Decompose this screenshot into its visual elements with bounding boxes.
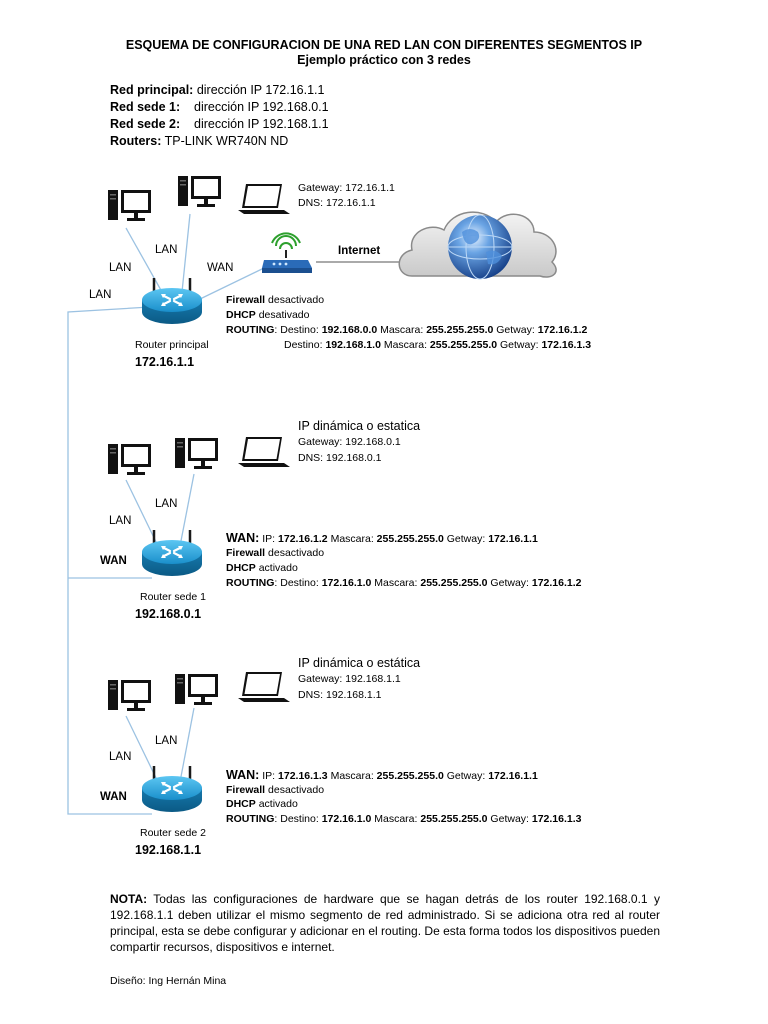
config-key: Firewall (226, 294, 266, 306)
router-ip: 192.168.1.1 (135, 843, 202, 857)
header-label: Red sede 1: (110, 100, 181, 114)
config-key: DHCP (226, 798, 256, 810)
desktop-computer-icon (108, 680, 151, 711)
config-key: ROUTING (226, 813, 275, 825)
lan-label: LAN (109, 515, 132, 527)
sede2-firewall: Firewall desactivado (226, 784, 324, 796)
header-value: dirección IP 192.168.0.1 (194, 100, 329, 114)
desktop-computer-icon (108, 190, 151, 221)
config-value: desactivado (268, 547, 325, 559)
wan-label: WAN (100, 555, 127, 567)
laptop-icon (238, 437, 290, 467)
sede2-dhcp: DHCP activado (226, 798, 298, 810)
sede1-dns: DNS: 192.168.0.1 (298, 452, 382, 464)
router-icon (140, 528, 204, 578)
header-value: TP-LINK WR740N ND (164, 134, 289, 148)
header-line-principal: Red principal: dirección IP 172.16.1.1 (110, 83, 324, 97)
header-line-sede1: Red sede 1: dirección IP 192.168.0.1 (110, 100, 329, 114)
config-value: desactivado (268, 294, 325, 306)
router-name: Router sede 1 (140, 591, 206, 603)
lan-label: LAN (109, 262, 132, 274)
principal-routing-1: ROUTING: Destino: 192.168.0.0 Mascara: 2… (226, 324, 588, 336)
router-ip: 172.16.1.1 (135, 355, 195, 369)
principal-dns: DNS: 172.16.1.1 (298, 197, 376, 209)
lan-label: LAN (109, 751, 132, 763)
internet-label: Internet (338, 245, 381, 257)
router-name: Router principal (135, 339, 209, 351)
lan-label: LAN (155, 498, 178, 510)
sede2-dns: DNS: 192.168.1.1 (298, 689, 382, 701)
connection-lines (67, 213, 265, 815)
router-icon (140, 764, 204, 814)
config-key: DHCP (226, 309, 256, 321)
header-value: dirección IP 192.168.1.1 (194, 117, 329, 131)
lan-label: LAN (89, 289, 112, 301)
lan-label: LAN (155, 735, 178, 747)
principal-firewall: Firewall desactivado (226, 294, 324, 306)
wan-label: WAN (100, 791, 127, 803)
sede2-ip-mode: IP dinámica o estática (298, 656, 421, 670)
router-name: Router sede 2 (140, 827, 206, 839)
config-key: ROUTING (226, 577, 275, 589)
principal-gateway: Gateway: 172.16.1.1 (298, 182, 395, 194)
config-key: WAN: (226, 768, 260, 782)
laptop-icon (238, 184, 290, 214)
header-line-sede2: Red sede 2: dirección IP 192.168.1.1 (110, 117, 329, 131)
header-line-routers: Routers: TP-LINK WR740N ND (110, 134, 288, 148)
desktop-computer-icon (178, 176, 221, 207)
sede1-gateway: Gateway: 192.168.0.1 (298, 436, 401, 448)
config-key: Firewall (226, 547, 266, 559)
config-key: ROUTING (226, 324, 275, 336)
page-title: ESQUEMA DE CONFIGURACION DE UNA RED LAN … (125, 38, 643, 52)
header-label: Red sede 2: (110, 117, 181, 131)
sede1-firewall: Firewall desactivado (226, 547, 324, 559)
principal-dhcp: DHCP desativado (226, 309, 309, 321)
wan-label: WAN (207, 262, 234, 274)
globe-icon (447, 214, 513, 280)
sede1-wan-config: WAN: IP: 172.16.1.2 Mascara: 255.255.255… (226, 531, 538, 545)
header-label: Routers: (110, 134, 162, 148)
sede2-routing: ROUTING: Destino: 172.16.1.0 Mascara: 25… (226, 813, 582, 825)
principal-routing-2: Destino: 192.168.1.0 Mascara: 255.255.25… (284, 339, 592, 351)
internet-cloud-icon (398, 211, 557, 280)
sede1-ip-mode: IP dinámica o estatica (298, 419, 421, 433)
laptop-icon (238, 672, 290, 702)
router-icon (140, 276, 204, 326)
config-key: DHCP (226, 562, 256, 574)
desktop-computer-icon (175, 438, 218, 469)
sede2-wan-config: WAN: IP: 172.16.1.3 Mascara: 255.255.255… (226, 768, 538, 782)
config-value: activado (258, 562, 298, 574)
sede1-dhcp: DHCP activado (226, 562, 298, 574)
lan-label: LAN (155, 244, 178, 256)
desktop-computer-icon (108, 444, 151, 475)
note-text: Todas las configuraciones de hardware qu… (110, 892, 660, 954)
header-label: Red principal: (110, 83, 194, 97)
config-value: desativado (258, 309, 310, 321)
config-key: Firewall (226, 784, 266, 796)
wifi-modem-icon (262, 232, 312, 273)
note-paragraph: NOTA: Todas las configuraciones de hardw… (110, 891, 660, 955)
sede2-gateway: Gateway: 192.168.1.1 (298, 673, 401, 685)
config-value: desactivado (268, 784, 325, 796)
desktop-computer-icon (175, 674, 218, 705)
header-value: dirección IP 172.16.1.1 (196, 83, 325, 97)
sede1-routing: ROUTING: Destino: 172.16.1.0 Mascara: 25… (226, 577, 582, 589)
note-label: NOTA: (110, 892, 148, 906)
page-subtitle: Ejemplo práctico con 3 redes (297, 53, 471, 67)
router-ip: 192.168.0.1 (135, 607, 202, 621)
footer-credit: Diseño: Ing Hernán Mina (110, 975, 227, 987)
config-key: WAN: (226, 531, 260, 545)
config-value: activado (258, 798, 298, 810)
